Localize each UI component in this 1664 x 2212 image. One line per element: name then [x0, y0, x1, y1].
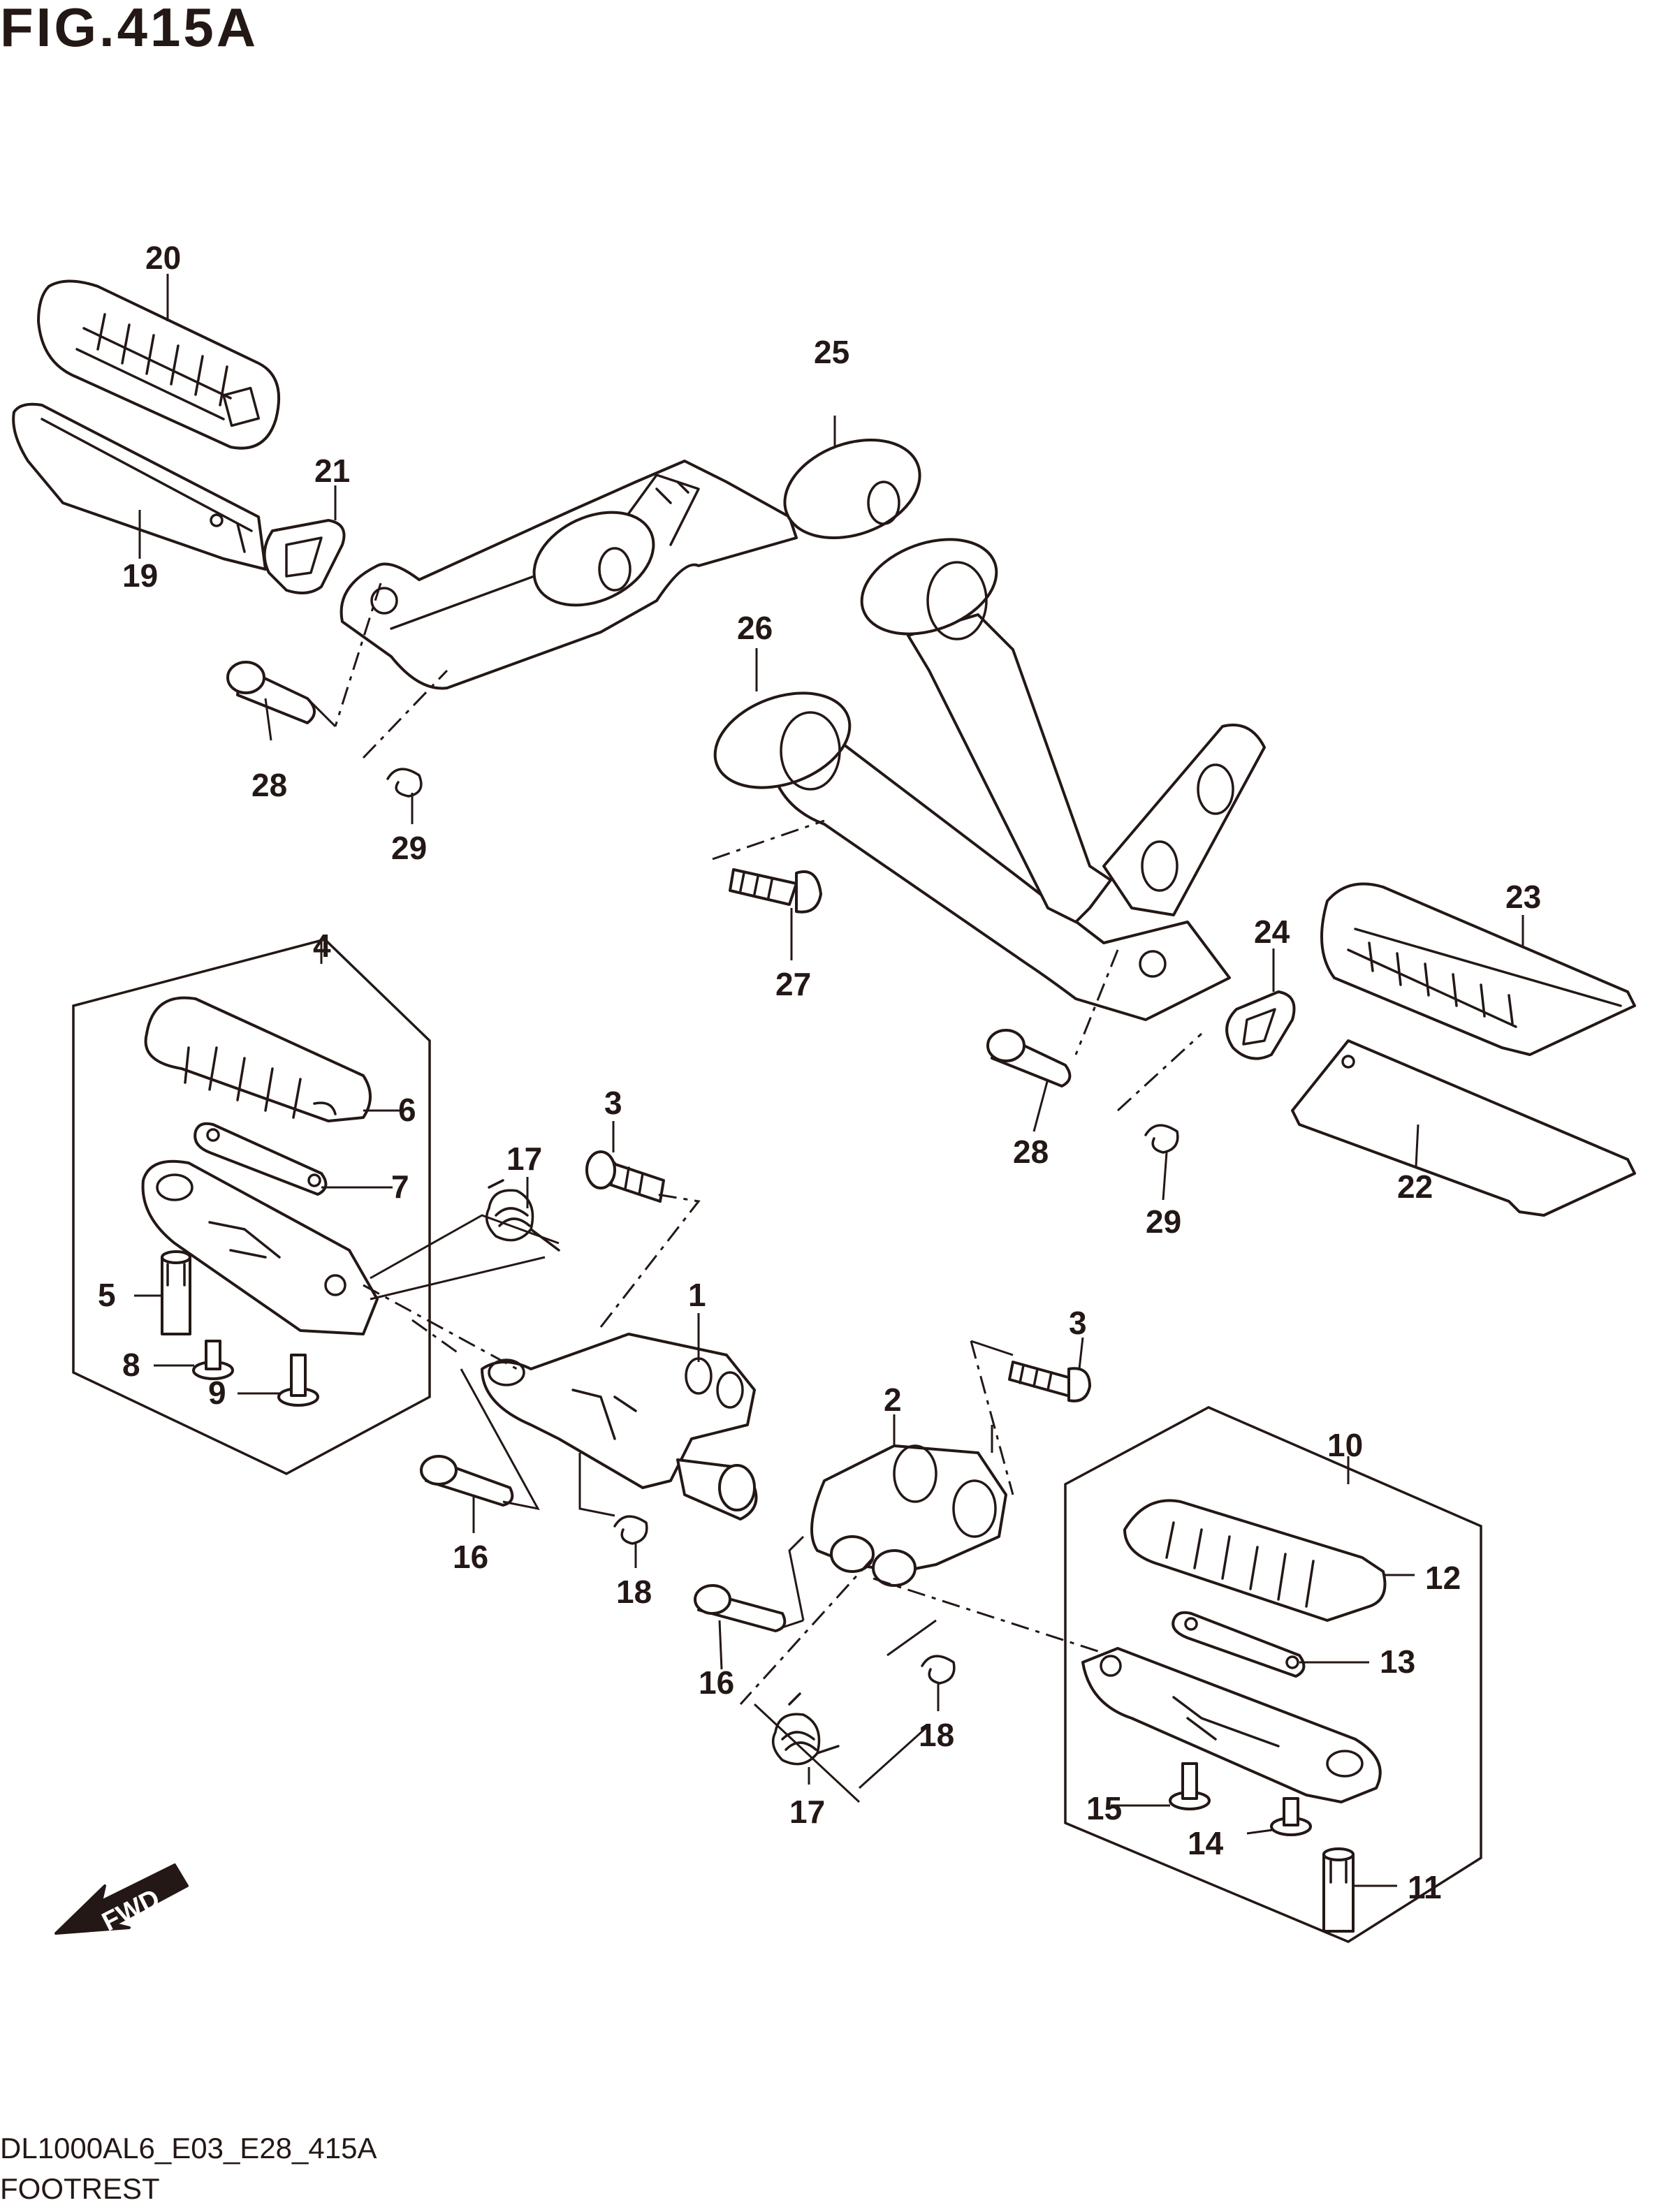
part-23-footpeg-rubber [1320, 882, 1636, 1056]
part-16-pin-right [694, 1584, 787, 1632]
callout-17-b: 17 [789, 1794, 825, 1830]
callout-13: 13 [1380, 1643, 1415, 1680]
callout-27: 27 [775, 966, 811, 1002]
part-8-screw [192, 1340, 234, 1380]
callout-9: 9 [208, 1375, 226, 1411]
callout-10: 10 [1327, 1427, 1363, 1463]
callout-17-a: 17 [506, 1141, 542, 1177]
callout-29-b: 29 [1146, 1203, 1181, 1240]
callout-28-a: 28 [251, 767, 287, 803]
callout-3-b: 3 [1069, 1305, 1087, 1341]
part-2-footrest-bracket-right [810, 1444, 1007, 1587]
part-5-stud [161, 1250, 191, 1335]
part-26-footrest-bracket-right [713, 538, 1266, 1021]
part-4-footrest [141, 1159, 379, 1335]
part-21-plate [263, 519, 346, 594]
callout-18-b: 18 [919, 1717, 954, 1753]
part-14-screw [1270, 1797, 1312, 1836]
callout-21: 21 [314, 453, 350, 489]
callout-7: 7 [391, 1169, 409, 1205]
callout-6: 6 [398, 1092, 416, 1128]
callout-26: 26 [737, 610, 773, 646]
assembly-box-10 [1064, 1406, 1482, 1943]
callout-14: 14 [1188, 1825, 1224, 1861]
part-27-bolt [729, 868, 822, 914]
callout-18-a: 18 [616, 1574, 652, 1610]
part-6-footpeg-rubber [144, 996, 372, 1122]
part-24-plate [1225, 990, 1296, 1060]
part-3-bolt-upper [585, 1150, 665, 1203]
callout-29-a: 29 [391, 830, 427, 866]
callout-11: 11 [1408, 1869, 1442, 1905]
part-12-footpeg-rubber [1123, 1499, 1387, 1622]
callout-28-b: 28 [1013, 1134, 1049, 1170]
part-18-clip-left [613, 1515, 648, 1545]
part-17-spring-lower [771, 1692, 840, 1766]
part-15-screw [1169, 1762, 1211, 1810]
part-11-stud [1322, 1847, 1355, 1933]
part-28-pin-upper [226, 661, 316, 724]
part-13-plate [1172, 1611, 1306, 1678]
part-1-footrest-bracket-left [481, 1333, 758, 1521]
callout-5: 5 [98, 1277, 116, 1313]
callout-8: 8 [122, 1347, 140, 1383]
diagram-code: DL1000AL6_E03_E28_415A [0, 2132, 377, 2165]
part-25-footrest-bracket-left [340, 438, 921, 690]
part-29-clip-upper [386, 768, 423, 798]
part-20-footpeg-rubber [37, 279, 281, 450]
callout-4: 4 [313, 928, 331, 964]
callout-1: 1 [688, 1277, 706, 1313]
callout-19: 19 [122, 557, 158, 594]
callout-23: 23 [1505, 879, 1541, 915]
part-3-bolt-lower [1008, 1361, 1091, 1402]
callout-24: 24 [1254, 914, 1290, 950]
fwd-direction-arrow: FWD [54, 1863, 189, 1938]
part-29-clip-right [1144, 1124, 1179, 1154]
assembly-box-4 [72, 938, 431, 1475]
part-9-screw [277, 1354, 319, 1407]
part-18-clip-right [921, 1655, 956, 1685]
part-7-plate [194, 1122, 328, 1196]
callout-2: 2 [884, 1382, 902, 1418]
part-16-pin-left [420, 1455, 514, 1507]
part-22-footrest-plate [1291, 1039, 1636, 1217]
callout-22: 22 [1397, 1169, 1433, 1205]
callout-25: 25 [814, 334, 849, 370]
callout-12: 12 [1425, 1560, 1461, 1596]
callout-20: 20 [145, 240, 181, 276]
figure-title: FIG.415A [0, 0, 259, 58]
part-19-footrest-bracket [12, 402, 267, 571]
diagram-description: FOOTREST [0, 2172, 160, 2205]
part-10-footrest [1081, 1647, 1382, 1803]
callout-15: 15 [1086, 1790, 1122, 1826]
callout-labels: 20 19 21 25 26 28 29 27 24 23 28 29 22 4… [98, 240, 1541, 1905]
callout-16-b: 16 [699, 1664, 734, 1701]
callout-16-a: 16 [453, 1539, 488, 1575]
part-28-pin-right [986, 1029, 1072, 1087]
callout-3-a: 3 [604, 1085, 622, 1121]
part-17-spring-upper [485, 1179, 560, 1252]
